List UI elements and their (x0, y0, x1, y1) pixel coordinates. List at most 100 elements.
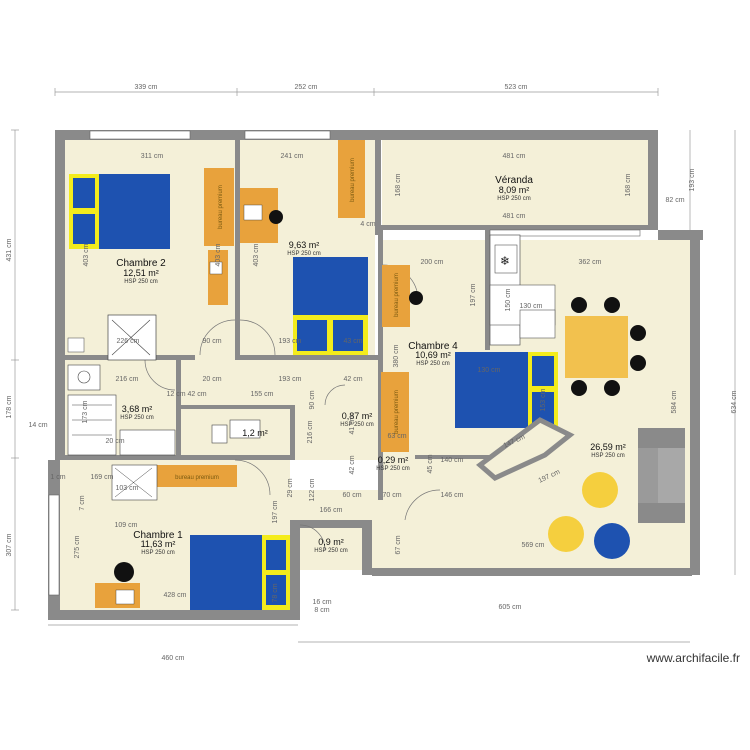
chambre1-furniture (95, 464, 290, 610)
kitchen: ❄ (489, 234, 646, 396)
dim-inner-2: 241 cm (281, 153, 304, 160)
dim-inner-18: 216 cm (116, 376, 139, 383)
room-hsp-closet: HSP 250 cm (314, 548, 348, 554)
dim-inner-26: 130 cm (520, 303, 543, 310)
room-area-chambre1: 11,63 m² (141, 539, 176, 549)
dim-bottom-1: 460 cm (162, 655, 185, 662)
room-area-veranda: 8,09 m² (499, 185, 530, 195)
dim-inner-6: 168 cm (625, 173, 632, 196)
dim-left-1: 431 cm (6, 238, 13, 261)
dim-inner-4: 481 cm (503, 213, 526, 220)
dim-inner-10: 4 cm (360, 221, 375, 228)
room-name-chambre4: Chambre 4 (408, 341, 458, 352)
dim-inner-17: 43 cm (343, 338, 362, 345)
room-hsp-963: HSP 250 cm (287, 251, 321, 257)
dim-inner-25: 380 cm (393, 344, 400, 367)
dim-inner-38: 41 cm (349, 415, 356, 434)
dim-inner-45: 169 cm (91, 474, 114, 481)
room-labels: Chambre 2 12,51 m² HSP 250 cm 9,63 m² HS… (116, 175, 626, 556)
dim-inner-14: 226 cm (117, 338, 140, 345)
dim-inner-43: 122 cm (309, 478, 316, 501)
dim-inner-51: 78 cm (272, 583, 279, 602)
room-area-tiny: 1,2 m² (242, 428, 268, 438)
dim-inner-57: 103 cm (116, 485, 139, 492)
bathroom-fixtures (67, 364, 261, 456)
desk-label-4: bureau premium (175, 475, 219, 481)
dim-inner-44: 166 cm (320, 507, 343, 514)
dim-inner-41: 70 cm (382, 492, 401, 499)
dim-inner-30: 584 cm (671, 390, 678, 413)
room-hsp-veranda: HSP 250 cm (497, 196, 531, 202)
dim-inner-29: 153 cm (540, 388, 547, 411)
dim-bottom-4: 16 cm (312, 599, 331, 606)
dim-inner-50: 197 cm (272, 500, 279, 523)
dim-inner-39: 42 cm (349, 455, 356, 474)
dim-inner-16: 193 cm (279, 338, 302, 345)
dim-bottom-3: 8 cm (314, 607, 329, 614)
dim-inner-37: 90 cm (309, 390, 316, 409)
dim-inner-15: 90 cm (202, 338, 221, 345)
dim-top-3: 523 cm (505, 84, 528, 91)
living-furniture (548, 428, 685, 559)
desk-label-3: bureau premium (394, 390, 400, 434)
room-name-chambre2: Chambre 2 (116, 258, 166, 269)
dim-inner-8: 403 cm (215, 243, 222, 266)
dim-inner-23: 42 cm (187, 391, 206, 398)
dim-inner-1: 311 cm (141, 153, 164, 160)
dim-inner-9: 403 cm (253, 243, 260, 266)
dim-inner-55: 173 cm (82, 400, 89, 423)
dim-inner-36: 216 cm (307, 420, 314, 443)
dim-left-2: 178 cm (6, 395, 13, 418)
dim-inner-19: 20 cm (202, 376, 221, 383)
room-area-living: 26,59 m² (590, 442, 626, 452)
room-hsp-chambre4: HSP 250 cm (416, 361, 450, 367)
room-name-veranda: Véranda (495, 175, 533, 186)
dim-inner-13: 197 cm (470, 283, 477, 306)
dim-bottom-2: 605 cm (499, 604, 522, 611)
dim-inner-5: 168 cm (395, 173, 402, 196)
room-hsp-living: HSP 250 cm (591, 453, 625, 459)
svg-text:❄: ❄ (500, 254, 510, 268)
dim-inner-42: 146 cm (441, 492, 464, 499)
room-area-wc: 0,29 m² (378, 455, 409, 465)
dim-top-1: 339 cm (135, 84, 158, 91)
dim-inner-7: 403 cm (83, 243, 90, 266)
shower (107, 314, 157, 361)
dim-inner-47: 7 cm (79, 495, 86, 510)
dim-right-2: 634 cm (731, 390, 738, 413)
desk-label-5: bureau premium (394, 273, 400, 317)
dim-inner-34: 45 cm (427, 454, 434, 473)
desk-label-1: bureau premium (218, 185, 224, 229)
dim-right-3: 82 cm (665, 197, 684, 204)
room-area-chambre2: 12,51 m² (123, 268, 159, 278)
dim-inner-12: 362 cm (579, 259, 602, 266)
room-area-hall: 0,87 m² (342, 411, 373, 421)
dim-inner-58: 29 cm (287, 478, 294, 497)
chambre4-furniture (381, 265, 575, 481)
dim-right-1: 193 cm (689, 168, 696, 191)
desk-labels: bureau premium bureau premium bureau pre… (175, 158, 400, 481)
dim-top-2: 252 cm (295, 84, 318, 91)
dim-inner-33: 140 cm (441, 457, 464, 464)
chambre2-furniture (67, 168, 234, 361)
dim-inner-20: 193 cm (279, 376, 302, 383)
room-area-chambre4: 10,69 m² (415, 350, 451, 360)
dim-inner-22: 12 cm (166, 391, 185, 398)
room-area-closet: 0,9 m² (318, 537, 344, 547)
dim-inner-28: 130 cm (478, 367, 501, 374)
watermark: www.archifacile.fr (646, 651, 740, 665)
room-hsp-bath: HSP 250 cm (120, 415, 154, 421)
dim-left-3: 307 cm (6, 533, 13, 556)
desk (204, 168, 234, 246)
dim-inner-56: 20 cm (105, 438, 124, 445)
dim-inner-52: 428 cm (164, 592, 187, 599)
dim-left-4: 14 cm (28, 422, 47, 429)
desk-label-2: bureau premium (350, 158, 356, 202)
room963-furniture (240, 140, 368, 355)
dim-inner-21: 42 cm (343, 376, 362, 383)
dim-inner-46: 1 cm (50, 474, 65, 481)
room-hsp-chambre2: HSP 250 cm (124, 279, 158, 285)
dimension-texts: 339 cm 252 cm 523 cm 460 cm 605 cm 8 cm … (6, 84, 738, 662)
room-name-chambre1: Chambre 1 (133, 530, 183, 541)
